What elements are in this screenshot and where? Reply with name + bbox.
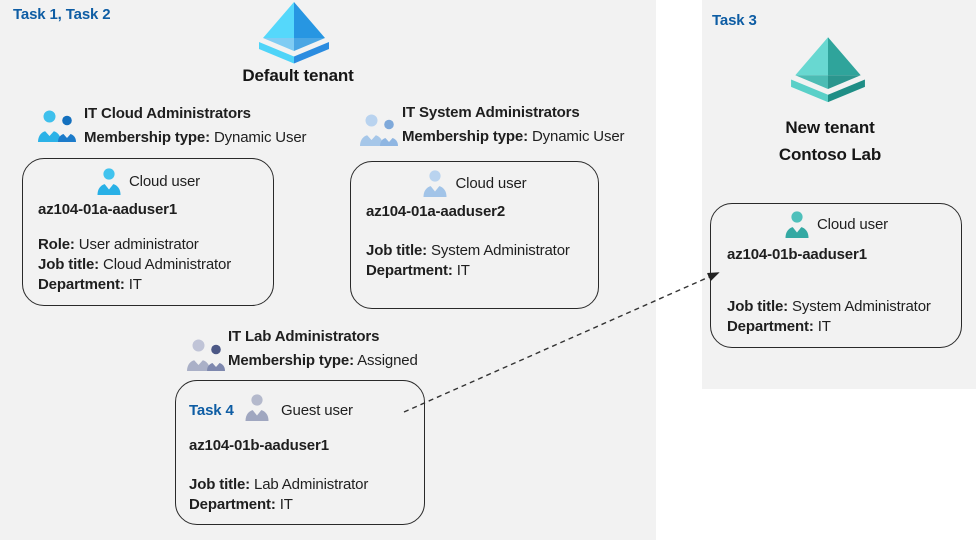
guest-user-card: Task 4 Guest user az104-01b-aaduser1 Job…	[175, 380, 425, 525]
user-name: az104-01b-aaduser1	[189, 437, 329, 454]
detail-value: System Administrator	[431, 242, 570, 259]
detail-value: IT	[817, 318, 831, 335]
user-detail-row: Role: User administrator	[38, 235, 231, 255]
user-card-aaduser1: Cloud user az104-01a-aaduser1 Role: User…	[22, 158, 274, 306]
azure-ad-pyramid-blue-icon	[258, 2, 330, 66]
user-type-label: Cloud user	[455, 174, 527, 192]
group-membership-cloud-admins: Membership type: Dynamic User	[84, 129, 307, 146]
membership-value: Dynamic User	[214, 129, 307, 146]
detail-value: Lab Administrator	[254, 476, 369, 493]
membership-label: Membership type:	[84, 129, 210, 146]
user-lightblue-icon	[422, 169, 448, 197]
detail-label: Role:	[38, 236, 75, 253]
default-tenant-panel	[0, 0, 656, 540]
detail-label: Department:	[189, 496, 276, 513]
membership-value: Dynamic User	[532, 128, 625, 145]
detail-label: Department:	[38, 276, 125, 293]
membership-value: Assigned	[357, 352, 418, 369]
group-membership-lab-admins: Membership type: Assigned	[228, 352, 418, 369]
detail-value: User administrator	[78, 236, 199, 253]
user-name: az104-01a-aaduser1	[38, 201, 178, 218]
user-name: az104-01b-aaduser1	[727, 246, 867, 263]
group-title-system-admins: IT System Administrators	[402, 104, 580, 121]
user-detail-row: Department: IT	[727, 317, 931, 337]
detail-label: Job title:	[727, 298, 788, 315]
detail-label: Job title:	[38, 256, 99, 273]
azure-ad-pyramid-teal-icon	[790, 37, 866, 105]
user-type-label: Cloud user	[816, 215, 889, 233]
membership-label: Membership type:	[402, 128, 528, 145]
detail-label: Job title:	[189, 476, 250, 493]
new-tenant-user-card: Cloud user az104-01b-aaduser1 Job title:…	[710, 203, 962, 348]
group-people-blue-icon	[37, 109, 77, 144]
user-detail-row: Job title: Cloud Administrator	[38, 255, 231, 275]
user-card-aaduser2: Cloud user az104-01a-aaduser2 Job title:…	[350, 161, 599, 309]
detail-label: Department:	[366, 262, 453, 279]
task-4-label: Task 4	[189, 402, 234, 419]
user-detail-row: Job title: System Administrator	[727, 297, 931, 317]
task-1-2-label: Task 1, Task 2	[13, 6, 111, 23]
detail-value: System Administrator	[792, 298, 931, 315]
user-teal-icon	[784, 210, 810, 238]
new-tenant-title-line2: Contoso Lab	[778, 145, 882, 164]
user-detail-row: Job title: System Administrator	[366, 241, 570, 261]
user-type-label: Cloud user	[128, 172, 201, 190]
user-gray-icon	[244, 393, 270, 421]
user-name: az104-01a-aaduser2	[366, 203, 506, 220]
detail-value: IT	[128, 276, 142, 293]
user-detail-row: Department: IT	[366, 261, 570, 281]
group-people-lightblue-icon	[359, 113, 399, 148]
default-tenant-title: Default tenant	[242, 66, 354, 85]
user-detail-row: Department: IT	[38, 275, 231, 295]
user-type-label: Guest user	[281, 402, 353, 419]
new-tenant-title-line1: New tenant	[785, 118, 875, 137]
group-title-lab-admins: IT Lab Administrators	[228, 328, 380, 345]
detail-label: Department:	[727, 318, 814, 335]
detail-value: Cloud Administrator	[103, 256, 232, 273]
task-3-label: Task 3	[712, 12, 757, 29]
detail-value: IT	[279, 496, 293, 513]
detail-label: Job title:	[366, 242, 427, 259]
detail-value: IT	[456, 262, 470, 279]
membership-label: Membership type:	[228, 352, 354, 369]
user-detail-row: Department: IT	[189, 495, 368, 515]
group-membership-system-admins: Membership type: Dynamic User	[402, 128, 625, 145]
group-title-cloud-admins: IT Cloud Administrators	[84, 105, 251, 122]
group-people-gray-icon	[186, 338, 226, 373]
user-detail-row: Job title: Lab Administrator	[189, 475, 368, 495]
user-blue-icon	[96, 167, 122, 195]
